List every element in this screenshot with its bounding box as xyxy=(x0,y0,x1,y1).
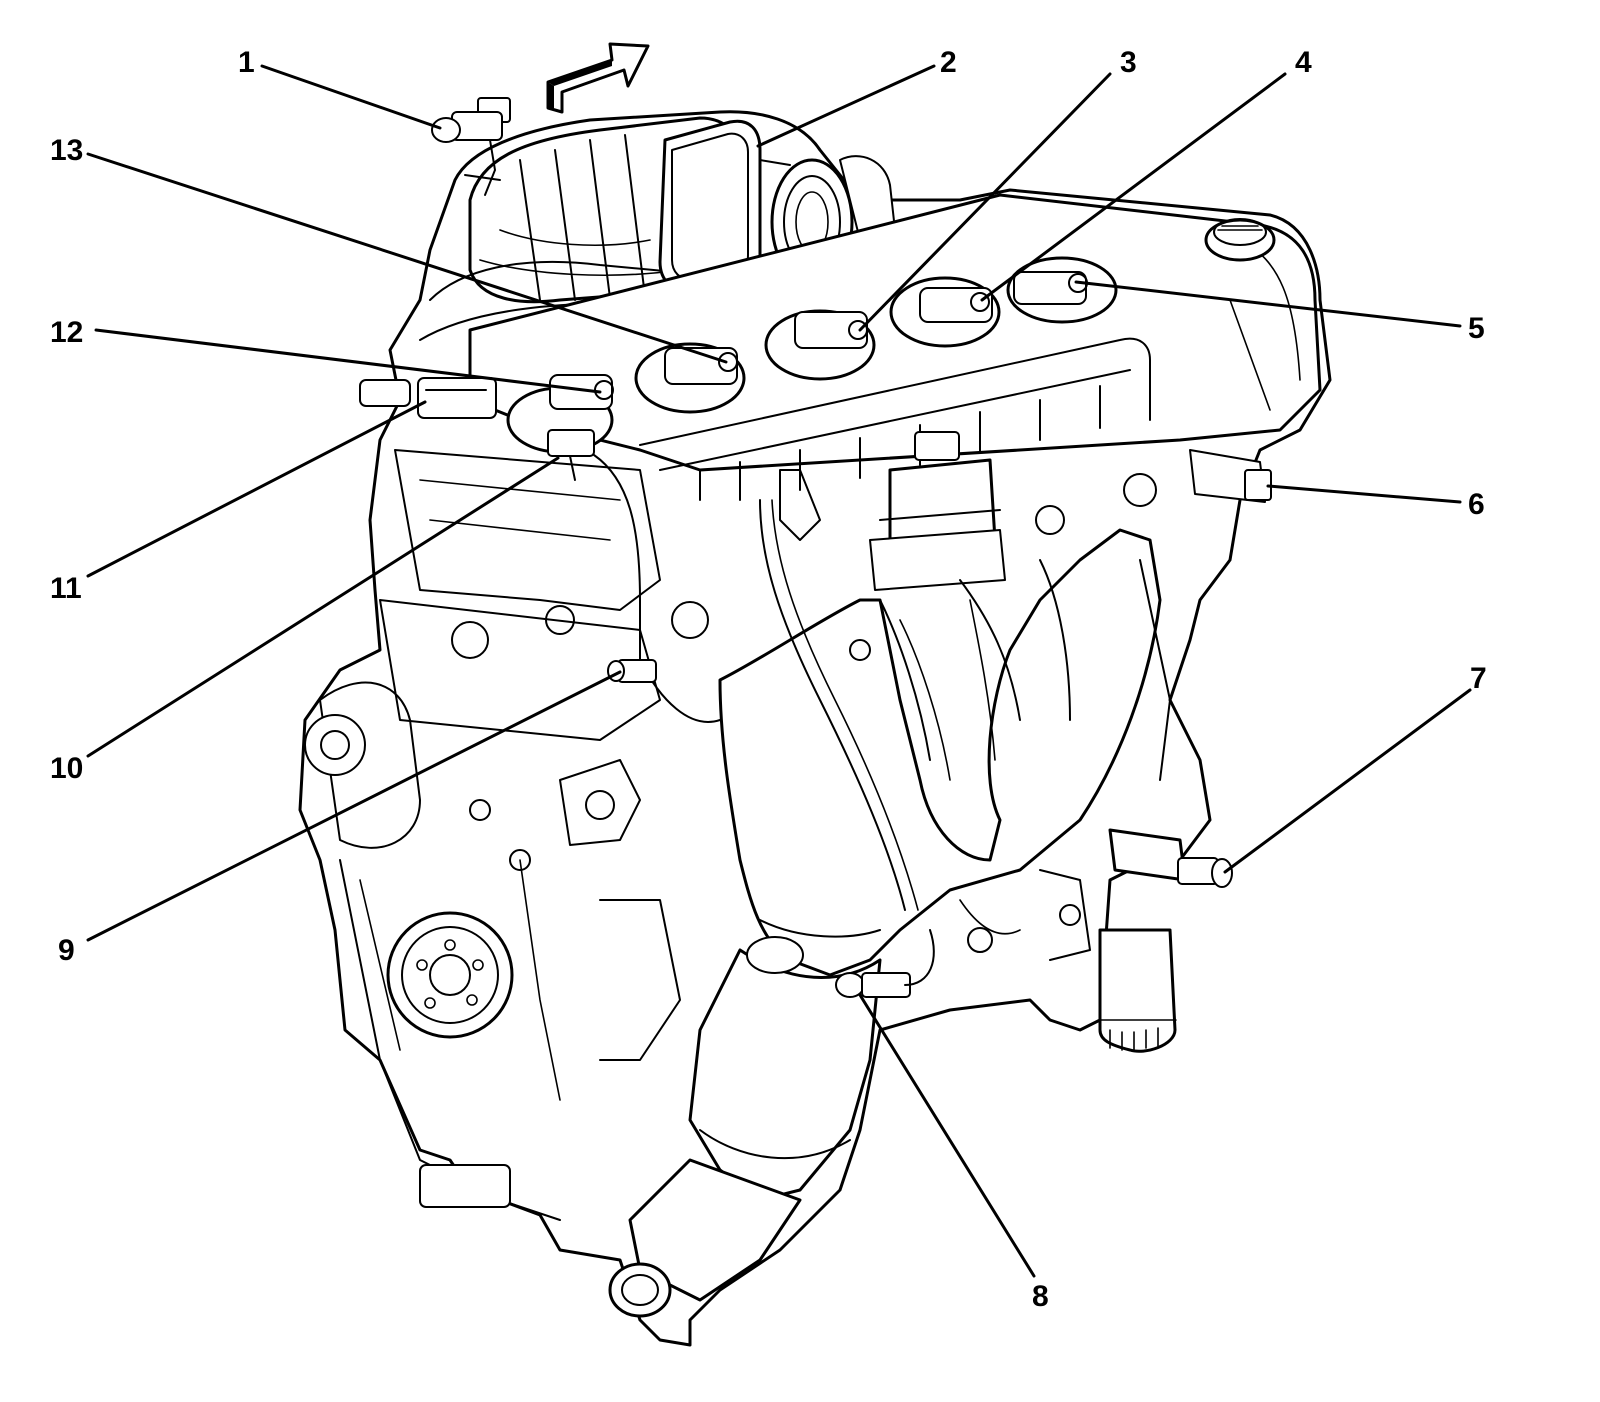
callout-13: 13 xyxy=(50,134,83,167)
ignition-coil-4 xyxy=(889,276,1001,348)
exhaust-manifold xyxy=(718,528,1162,977)
sensor-10 xyxy=(547,429,641,661)
oil-filter xyxy=(1098,928,1177,1053)
leader-line-9 xyxy=(86,670,622,942)
wire-harness xyxy=(639,469,919,911)
catalytic-converter xyxy=(608,936,882,1318)
leader-line-8 xyxy=(858,993,1036,1278)
callout-6: 6 xyxy=(1468,488,1485,521)
oxygen-sensor-8 xyxy=(835,929,935,998)
callout-leader-lines xyxy=(86,64,1472,1278)
leader-line-2 xyxy=(756,64,936,148)
callout-3: 3 xyxy=(1120,46,1137,79)
cam-sensor-connector xyxy=(359,377,497,419)
sensor-9 xyxy=(607,659,657,683)
callout-9: 9 xyxy=(58,934,75,967)
leader-line-11 xyxy=(86,400,427,578)
ignition-coil-3 xyxy=(764,309,876,381)
block-details xyxy=(469,473,1171,961)
cylinder-head xyxy=(379,449,661,741)
ignition-coil-5 xyxy=(1006,256,1118,324)
leader-line-13 xyxy=(86,152,728,364)
leader-line-4 xyxy=(980,72,1287,302)
leader-line-3 xyxy=(858,72,1112,332)
egr-valve xyxy=(869,431,1006,591)
ignition-coil-2 xyxy=(634,342,746,414)
fitting-7 xyxy=(1108,828,1233,888)
leader-line-12 xyxy=(94,328,602,394)
timing-cover xyxy=(304,681,681,1221)
sensor-connector-1 xyxy=(431,97,511,196)
callout-1: 1 xyxy=(238,46,255,79)
callout-12: 12 xyxy=(50,316,83,349)
callout-11: 11 xyxy=(50,572,82,605)
leader-line-1 xyxy=(260,64,442,130)
leader-line-5 xyxy=(1074,280,1462,328)
callout-5: 5 xyxy=(1468,312,1485,345)
crankshaft-pulley xyxy=(386,911,514,1039)
callout-4: 4 xyxy=(1295,46,1312,79)
callout-8: 8 xyxy=(1032,1280,1049,1313)
leader-line-6 xyxy=(1266,484,1462,504)
callout-10: 10 xyxy=(50,752,83,785)
callout-labels: 1 2 3 4 5 6 7 8 9 10 11 12 13 xyxy=(50,46,1487,1313)
callout-2: 2 xyxy=(940,46,957,79)
sensor-6 xyxy=(1189,449,1272,503)
callout-7: 7 xyxy=(1470,662,1487,695)
front-direction-arrow xyxy=(546,42,650,114)
leader-line-10 xyxy=(86,456,560,758)
leader-line-7 xyxy=(1223,688,1472,874)
